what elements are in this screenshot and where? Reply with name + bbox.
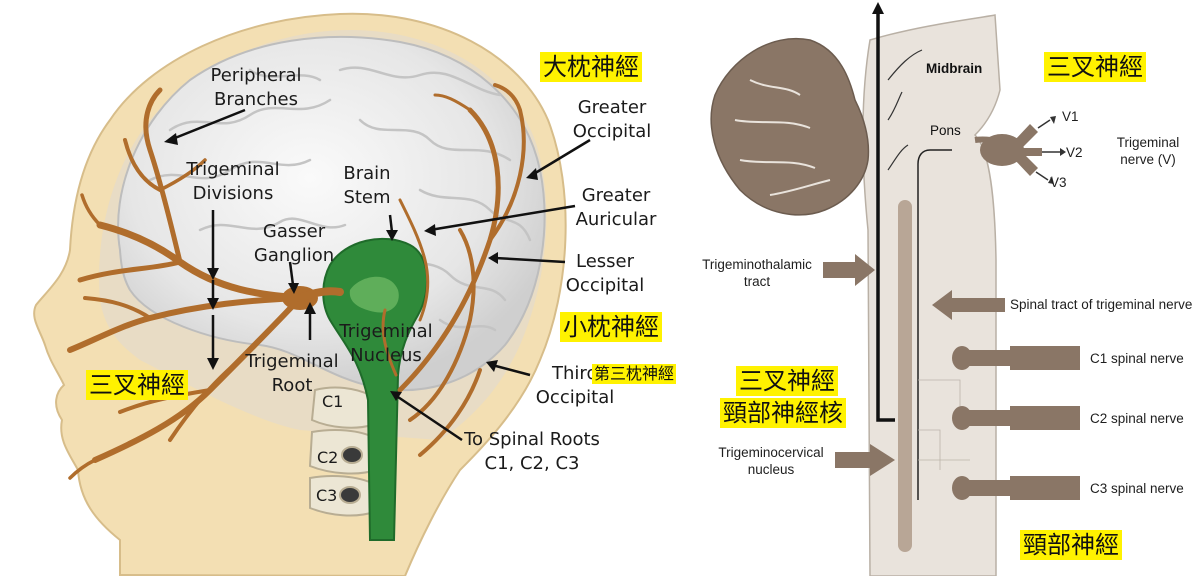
label-greater-occipital: Greater Occipital [552,96,672,144]
ascending-arrowhead [872,2,884,14]
label-trigeminal-nerve-v: Trigeminal nerve (V) [1108,134,1188,168]
zh-greater-occipital-nerve: 大枕神經 [540,52,642,82]
label-line: Ganglion [253,245,335,266]
label-line: Root [271,375,313,396]
label-line: Trigeminal [1116,135,1180,150]
label-trigeminal-divisions: Trigeminal Divisions [178,158,288,206]
midbrain-fibres [887,49,923,171]
label-line: Gasser [262,221,326,242]
label-gasser-ganglion: Gasser Ganglion [244,220,344,268]
label-line: To Spinal Roots [464,429,600,450]
trigeminal-nerve-branches [67,87,304,480]
zh-lesser-occipital-nerve: 小枕神經 [560,312,662,342]
spinal-nerves [952,346,1080,500]
trigeminal-ganglion [980,134,1024,166]
zh-cervical-nerve: 頸部神經 [1020,530,1122,560]
label-line: Greater [581,185,651,206]
label-c2-spinal-nerve: C2 spinal nerve [1090,411,1184,426]
label-trigeminocervical-nucleus: Trigeminocervical nucleus [706,444,836,478]
label-midbrain: Midbrain [926,61,983,76]
label-lesser-occipital: Lesser Occipital [550,250,660,298]
label-v2: V2 [1066,145,1083,160]
zh-trigeminal-nerve: 三叉神經 [1044,52,1146,82]
label-line: Trigeminal [186,159,280,180]
label-line: Occipital [572,121,652,142]
label-line: tract [743,274,771,289]
label-line: Trigeminothalamic [702,257,812,272]
cervical-vertebrae [308,386,378,517]
pointer-arrows [823,254,1005,476]
trigeminothalamic-tract-line [876,8,895,422]
brainstem-schematic-panel: Midbrain Pons V1 V2 V3 Trigeminal nerve … [690,0,1200,576]
label-line: Trigeminal [339,321,433,342]
label-line: Brain [343,163,391,184]
label-trigeminal-root: Trigeminal Root [232,350,352,398]
label-line: nucleus [747,462,795,477]
label-v1: V1 [1062,109,1079,124]
descending-root [917,149,952,500]
division-arrowheads [1048,116,1066,184]
head-illustration [33,12,591,576]
label-line: Trigeminocervical [718,445,824,460]
label-line: Greater [577,97,647,118]
label-c2: C2 [317,448,339,467]
label-line: Occipital [565,275,645,296]
label-line: Occipital [535,387,615,408]
label-peripheral-branches: Peripheral Branches [196,64,316,112]
label-spinal-tract: Spinal tract of trigeminal nerve [1010,297,1193,312]
label-trigeminothalamic-tract: Trigeminothalamic tract [692,256,822,290]
label-line: Auricular [575,209,657,230]
label-c3-spinal-nerve: C3 spinal nerve [1090,481,1184,496]
cerebellum [710,37,870,216]
label-line: Third [552,363,598,384]
label-greater-auricular: Greater Auricular [556,184,676,232]
label-c1-spinal-nerve: C1 spinal nerve [1090,351,1184,366]
zh-trigeminocervical-nucleus-line1: 三叉神經 [736,366,838,396]
pointer-arrows [169,108,591,442]
brainstem-spinal-cord [322,237,428,541]
occipital-nerves [381,83,526,457]
label-line: Nucleus [350,345,422,366]
division-arrows [1035,119,1060,181]
arrowheads [164,133,538,401]
label-line: C1, C2, C3 [484,453,580,474]
spinal-trigeminal-tract [898,200,912,552]
label-v3: V3 [1050,175,1067,190]
head-anatomy-panel: Peripheral Branches Trigeminal Divisions… [33,12,677,576]
trigeminal-divisions [1015,124,1042,176]
label-line: Peripheral [210,65,302,86]
label-line: Branches [214,89,298,110]
brainstem-diagram [710,2,1080,576]
label-line: Stem [343,187,391,208]
label-c1: C1 [322,392,344,411]
label-line: Lesser [575,251,635,272]
zh-trigeminal-nerve: 三叉神經 [86,370,188,400]
label-trigeminal-nucleus: Trigeminal Nucleus [326,320,446,368]
label-c3: C3 [316,486,338,505]
zh-third-occipital-nerve: 第三枕神經 [592,364,677,384]
label-brain-stem: Brain Stem [332,162,402,210]
label-pons: Pons [930,123,961,138]
label-line: Divisions [192,183,274,204]
label-third-occipital: Third Occipital [520,362,630,410]
cerebellum-folia [734,79,831,196]
label-to-spinal-roots: To Spinal Roots C1, C2, C3 [452,428,612,476]
label-line: Trigeminal [245,351,339,372]
label-line: nerve (V) [1120,152,1176,167]
zh-trigeminocervical-nucleus-line2: 頸部神經核 [720,398,846,428]
